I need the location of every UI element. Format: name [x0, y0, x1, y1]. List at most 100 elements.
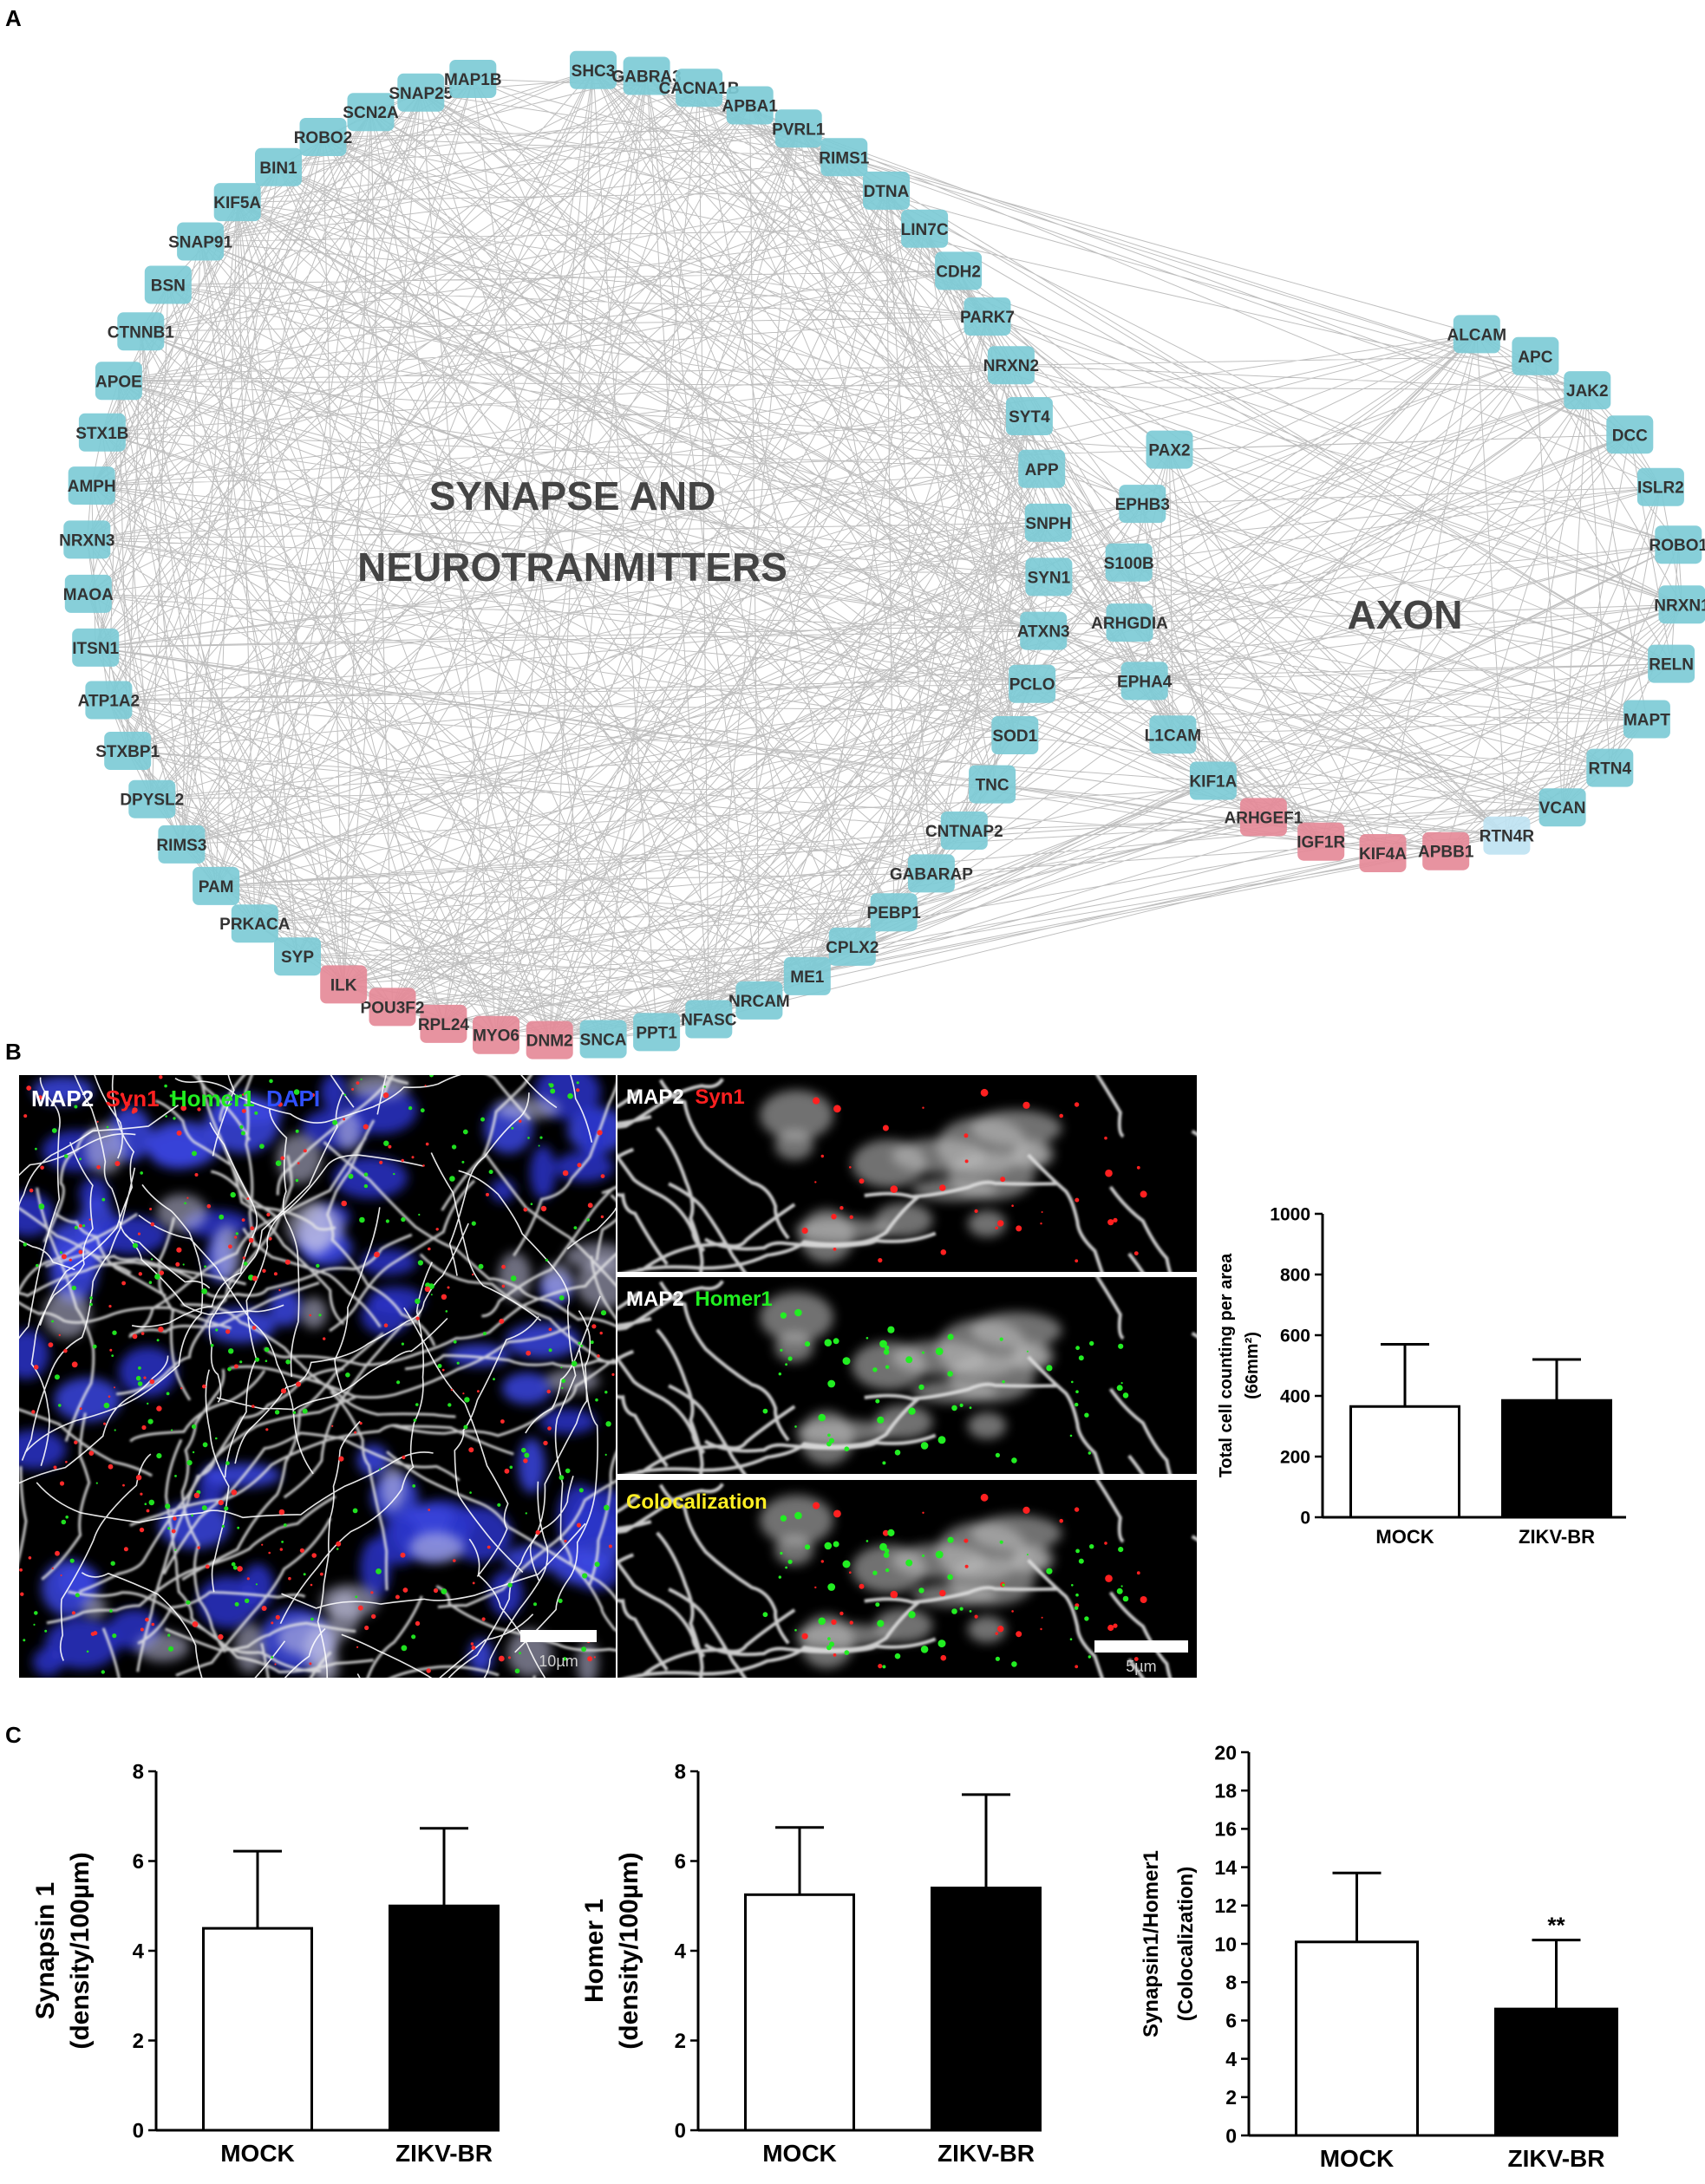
synapse-node: DPYSL2 [120, 779, 184, 818]
node-box [193, 866, 240, 905]
syn1-puncta [801, 1088, 1147, 1263]
node-box [231, 904, 278, 943]
node-label: ITSN1 [72, 640, 119, 658]
node-label: SNPH [1025, 515, 1071, 533]
synapse-node: SYT4 [1005, 397, 1053, 435]
node-box [144, 265, 192, 304]
node-box [1453, 315, 1500, 354]
node-box [1606, 415, 1654, 454]
panel-label-c: C [5, 1722, 22, 1748]
y-tick-label: 14 [1214, 1856, 1237, 1879]
network-edges [86, 69, 1682, 1041]
scale-bar-main [520, 1630, 597, 1642]
synapse-node: PPT1 [633, 1013, 681, 1052]
synapse-node: SCN2A [343, 93, 399, 132]
node-label: CACNA1B [659, 80, 740, 98]
synapse-node: MAOA [63, 574, 114, 613]
node-box [1105, 543, 1153, 582]
map2-dendrites [617, 1277, 1197, 1474]
node-box [676, 68, 723, 108]
synapse-node: BSN [144, 265, 192, 304]
node-label: NRCAM [728, 993, 790, 1011]
node-box [104, 732, 152, 770]
main-stain-labels: MAP2 Syn1 Homer1 DAPI [31, 1085, 320, 1112]
axon-node: MAPT [1623, 700, 1670, 739]
zoom1-labels: MAP2 Syn1 [626, 1085, 745, 1109]
synapse-node: CNTNAP2 [925, 812, 1003, 850]
node-label: DNM2 [526, 1033, 573, 1051]
y-axis-label: Synapsin1/Homer1 [1140, 1850, 1163, 2037]
node-box [735, 981, 783, 1020]
y-tick-label: 4 [675, 1940, 687, 1964]
synapse-node: MYO6 [473, 1015, 519, 1054]
y-tick-label: 18 [1214, 1779, 1237, 1802]
node-box [117, 312, 165, 351]
node-label: BIN1 [259, 160, 297, 178]
y-tick-label: 0 [133, 2120, 144, 2143]
node-label: EPHB3 [1115, 496, 1170, 514]
y-tick-label: 2 [1225, 2086, 1237, 2109]
synapse-node: APOE [95, 362, 142, 401]
node-box [158, 825, 206, 864]
zoom1-label-map2: MAP2 [626, 1085, 684, 1109]
synapse-node: POU3F2 [361, 988, 424, 1027]
node-box [64, 574, 112, 613]
y-tick-label: 0 [1300, 1509, 1310, 1529]
axon-node: PAX2 [1146, 430, 1193, 469]
node-label: LIN7C [901, 221, 949, 239]
axon-node: RELN [1648, 644, 1695, 683]
label-dapi: DAPI [266, 1085, 320, 1112]
synapse-node: APP [1018, 449, 1066, 488]
bar-zikv-br [1501, 1398, 1612, 1519]
synapse-node: ITSN1 [72, 628, 120, 667]
node-box [526, 1020, 573, 1059]
y-axis-unit-label: (66mm²) [1243, 1332, 1262, 1399]
y-tick-label: 10 [1214, 1933, 1237, 1955]
axon-node: JAK2 [1564, 371, 1611, 410]
node-label: MYO6 [473, 1027, 519, 1046]
node-box [907, 854, 955, 893]
node-label: GABRA3 [611, 68, 681, 87]
node-box [901, 209, 949, 248]
node-box [85, 681, 133, 720]
node-box [1020, 611, 1068, 650]
y-axis-unit-label: (density/100µm) [615, 1852, 643, 2049]
y-axis-label: Total cell counting per area [1217, 1253, 1236, 1477]
node-label: DCC [1612, 427, 1648, 445]
synapse-node: SNPH [1024, 503, 1072, 542]
node-label: ARHGEF1 [1225, 809, 1303, 827]
node-label: RTN4R [1480, 828, 1535, 846]
node-box [1636, 467, 1684, 506]
node-box [299, 118, 347, 156]
y-tick-label: 2 [133, 2030, 144, 2053]
synapse-node: NRXN2 [983, 346, 1039, 385]
node-box [1538, 788, 1586, 827]
node-box [1655, 525, 1702, 564]
node-box [633, 1013, 681, 1052]
axon-node: ALCAM [1447, 315, 1506, 354]
label-syn1: Syn1 [105, 1085, 159, 1112]
y-tick-label: 600 [1280, 1327, 1310, 1346]
node-label: PPT1 [636, 1024, 677, 1042]
node-label: RTN4 [1588, 760, 1631, 779]
bar-mock [202, 1926, 313, 2132]
node-box [1648, 644, 1695, 683]
node-box [828, 927, 876, 966]
bar-mock [744, 1893, 855, 2132]
y-tick-label: 20 [1214, 1741, 1237, 1763]
node-label: MAP1B [444, 71, 502, 89]
axon-node: DCC [1606, 415, 1654, 454]
homer1-puncta [762, 1308, 1129, 1465]
synapse-node: ATP1A2 [78, 681, 140, 720]
y-tick-label: 2 [675, 2030, 686, 2053]
bar-mock [1295, 1940, 1419, 2137]
node-label: SOD1 [992, 727, 1037, 746]
node-box [420, 1004, 467, 1043]
y-axis-unit-label: (Colocalization) [1174, 1867, 1198, 2022]
synapse-node: NRCAM [728, 981, 790, 1020]
node-box [870, 893, 918, 932]
axon-node: S100B [1104, 543, 1154, 582]
synapse-node: SNAP91 [168, 222, 232, 261]
axon-node: APC [1512, 336, 1559, 375]
